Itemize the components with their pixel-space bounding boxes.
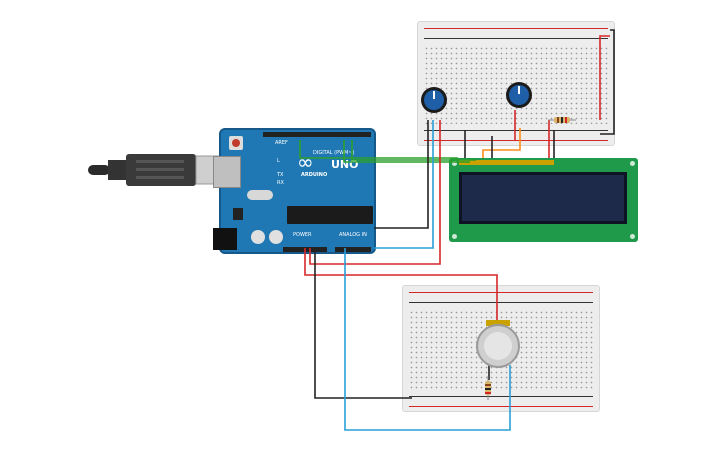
digital-header-label: DIGITAL (PWM~) (313, 150, 355, 156)
rail-negative-bottom (424, 130, 608, 131)
rail-positive (409, 292, 593, 293)
power-jack (213, 228, 237, 250)
digital-header[interactable] (263, 132, 371, 137)
rx-label: RX (277, 180, 284, 186)
potentiometer-1[interactable] (420, 86, 448, 114)
resistor-icon (548, 117, 576, 123)
analog-header[interactable] (335, 247, 371, 252)
usb-jack (213, 156, 241, 188)
rail-negative-bottom (409, 396, 593, 397)
potentiometer-2[interactable] (505, 81, 533, 109)
gas-sensor[interactable] (474, 320, 522, 368)
rail-positive-bottom (409, 406, 593, 407)
lcd-module[interactable] (449, 158, 638, 242)
potentiometer-icon (421, 87, 447, 113)
lcd-mount-hole (452, 234, 457, 239)
crystal (247, 190, 273, 200)
board-brand: ARDUINO (301, 172, 328, 178)
power-header-label: POWER (293, 232, 312, 238)
regulator (233, 208, 243, 220)
aref-label: AREF (275, 140, 288, 146)
arduino-uno-board[interactable]: DIGITAL (PWM~) AREF TX RX L ∞ ARDUINO UN… (213, 128, 376, 254)
lcd-mount-hole (630, 161, 635, 166)
rail-positive-bottom (424, 140, 608, 141)
led-label: L (277, 158, 280, 164)
lcd-mount-hole (630, 234, 635, 239)
microcontroller-chip (287, 206, 373, 224)
rail-positive (424, 28, 608, 29)
arduino-logo-icon: ∞ (297, 150, 314, 174)
gas-sensor-icon (476, 320, 520, 368)
analog-header-label: ANALOG IN (339, 232, 367, 238)
reset-button[interactable] (229, 136, 243, 150)
capacitor-2 (269, 230, 283, 244)
lcd-screen (459, 172, 627, 224)
resistor-top[interactable] (548, 116, 576, 124)
lcd-pin-header (459, 160, 554, 165)
potentiometer-icon (506, 82, 532, 108)
resistor-icon (485, 376, 491, 400)
resistor-bottom[interactable] (484, 376, 492, 400)
capacitor-1 (251, 230, 265, 244)
rail-negative (424, 38, 608, 39)
tx-label: TX (277, 172, 284, 178)
lcd-mount-hole (452, 161, 457, 166)
rail-negative (409, 302, 593, 303)
